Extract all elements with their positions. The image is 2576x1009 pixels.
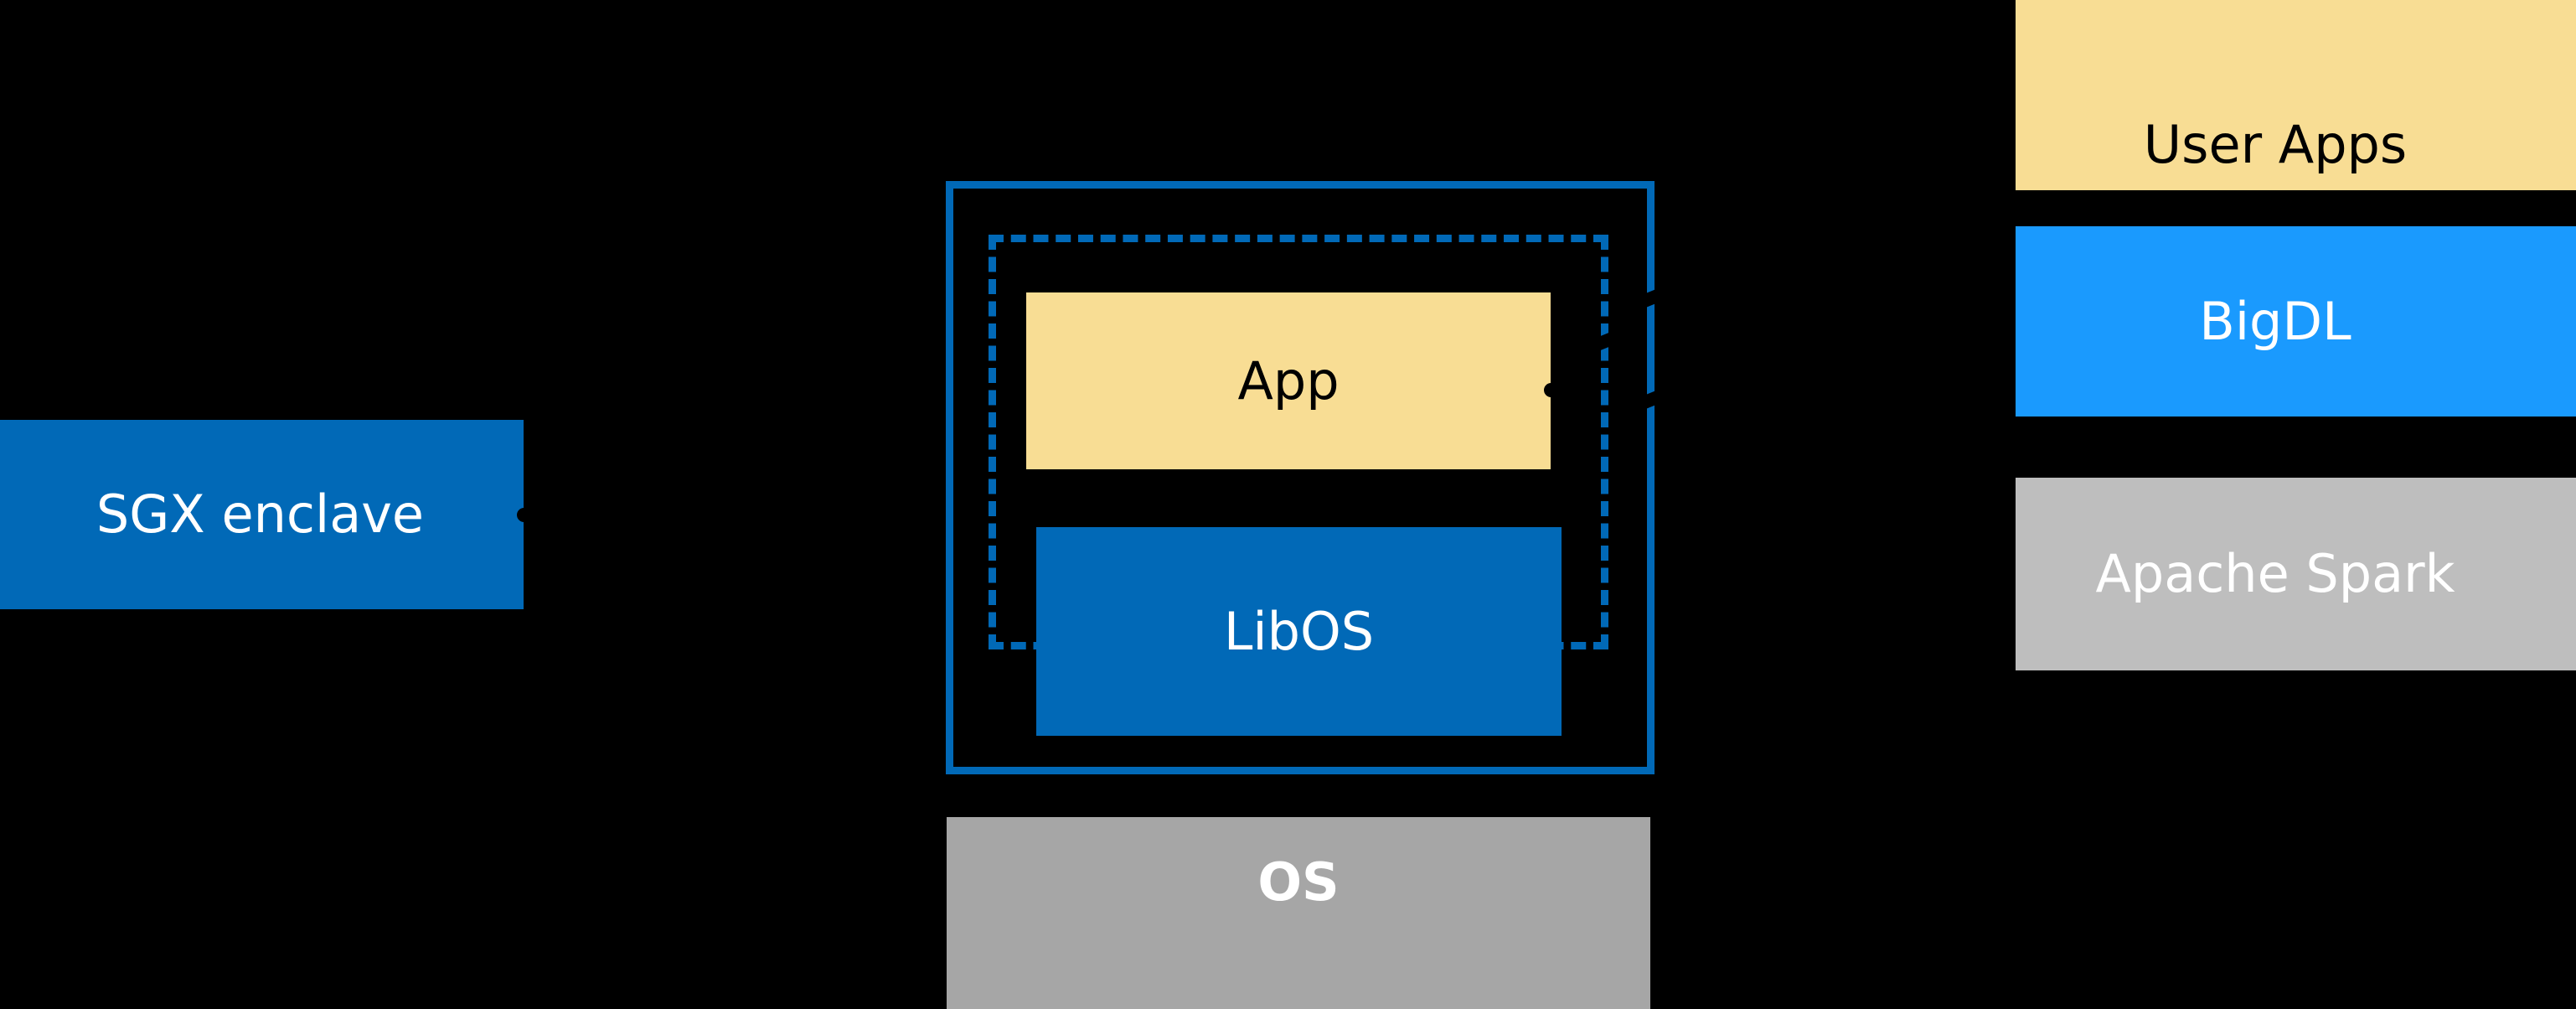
bigdl-box[interactable]: BigDL — [2016, 226, 2576, 417]
os-box[interactable]: OS — [947, 817, 1650, 1009]
sgx-enclave-label: SGX enclave — [96, 484, 425, 546]
user-apps-label: User Apps — [2143, 113, 2408, 175]
sgx-enclave-box[interactable]: SGX enclave — [0, 420, 524, 609]
apache-spark-box[interactable]: Apache Spark — [2016, 478, 2576, 670]
app-connector-dot — [1544, 383, 1558, 397]
os-label: OS — [1257, 851, 1340, 913]
enclave-outer-frame — [946, 181, 1655, 774]
app-label: App — [1237, 349, 1340, 411]
bigdl-label: BigDL — [2199, 290, 2351, 352]
app-box[interactable]: App — [1026, 292, 1551, 469]
user-apps-box[interactable]: User Apps — [2016, 0, 2576, 190]
libos-box[interactable]: LibOS — [1036, 527, 1562, 736]
apache-spark-label: Apache Spark — [2095, 543, 2455, 605]
libos-label: LibOS — [1223, 600, 1375, 662]
sgx-enclave-connector-dot — [517, 508, 531, 522]
